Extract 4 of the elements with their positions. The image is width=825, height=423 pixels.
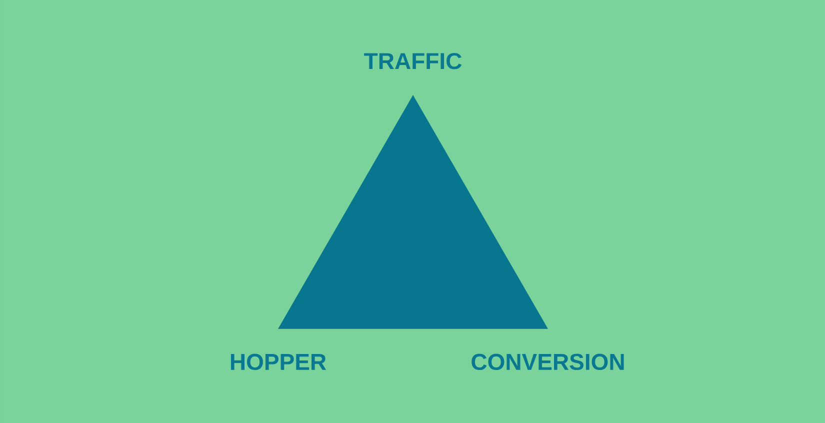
vertex-label: CONVERSION — [472, 354, 624, 370]
triangle — [278, 95, 548, 329]
vertex-label: HOPPER — [230, 354, 326, 370]
vertex-label: TRAFFIC — [364, 52, 462, 70]
